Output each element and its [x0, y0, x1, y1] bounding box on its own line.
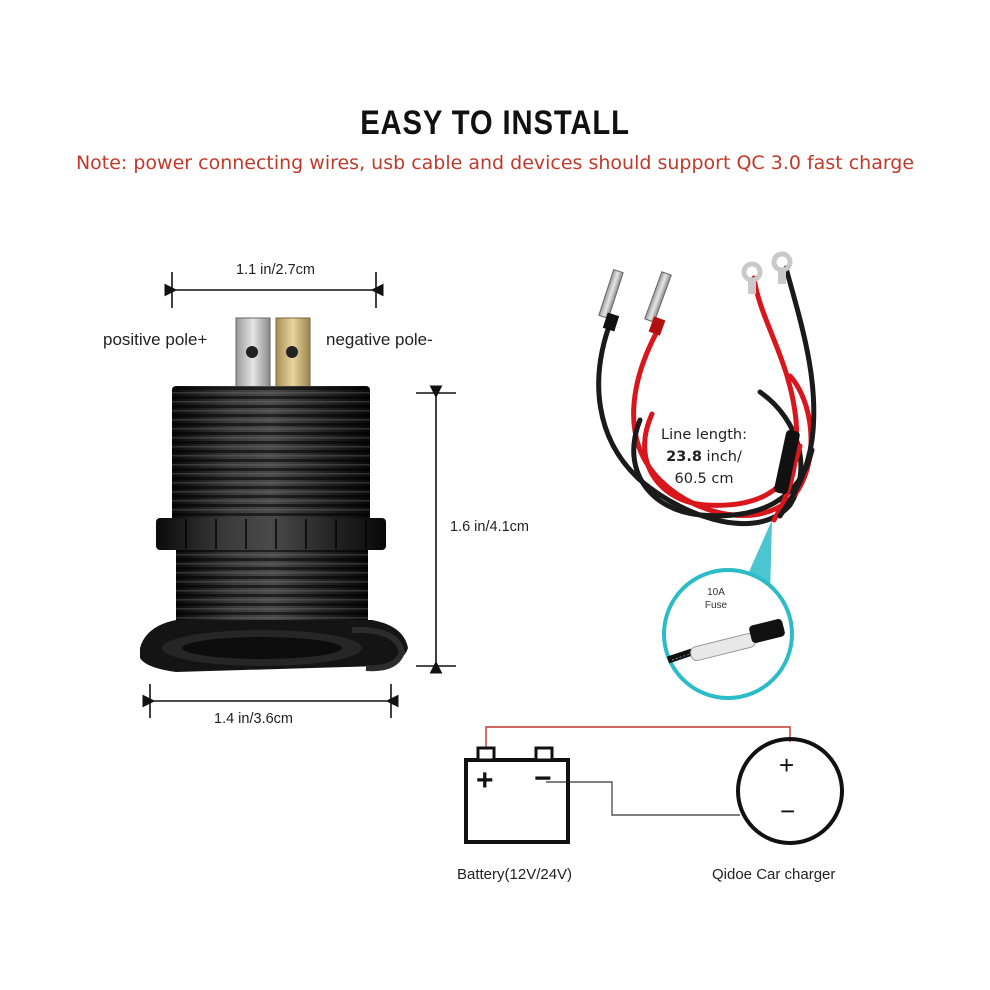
line-length-callout: Line length: 23.8 inch/ 60.5 cm — [654, 424, 754, 490]
fuse-detail — [666, 619, 785, 664]
charger-minus-symbol: − — [780, 796, 796, 826]
socket-illustration — [140, 317, 408, 672]
battery-minus-symbol: − — [534, 762, 552, 795]
dimension-bottom-label: 1.4 in/3.6cm — [214, 711, 293, 727]
page-title: EASY TO INSTALL — [360, 104, 630, 142]
dimension-height-label: 1.6 in/4.1cm — [450, 519, 529, 535]
line-length-inch-row: 23.8 inch/ — [654, 446, 754, 468]
inline-fuse-holder — [774, 429, 800, 495]
battery-symbol — [464, 758, 570, 844]
battery-label: Battery(12V/24V) — [457, 866, 573, 883]
line-length-label: Line length: — [661, 427, 747, 443]
negative-pole-label: negative pole- — [326, 330, 433, 349]
dimension-bottom — [142, 684, 399, 718]
circuit-schematic — [464, 726, 844, 845]
dimension-top-label: 1.1 in/2.7cm — [236, 262, 315, 278]
wire-harness — [596, 265, 817, 527]
fuse-callout-circle — [662, 568, 794, 700]
battery-plus-symbol: + — [476, 764, 494, 797]
positive-pole-label: positive pole+ — [103, 330, 208, 349]
fuse-rating: 10A — [707, 587, 725, 598]
line-length-inch-unit: inch/ — [701, 449, 742, 465]
qc-note: Note: power connecting wires, usb cable … — [75, 152, 915, 174]
fuse-name: Fuse — [704, 600, 728, 611]
dimension-height — [416, 385, 456, 674]
charger-label: Qidoe Car charger — [712, 866, 836, 883]
charger-plus-symbol: + — [779, 750, 795, 780]
line-length-inch: 23.8 — [666, 449, 702, 465]
dimension-top — [164, 272, 384, 308]
line-length-cm: 60.5 cm — [674, 471, 734, 487]
fuse-label: 10A Fuse — [694, 586, 738, 612]
pin-connectors — [598, 268, 672, 336]
charger-symbol — [736, 737, 844, 845]
ring-terminals — [741, 251, 793, 294]
